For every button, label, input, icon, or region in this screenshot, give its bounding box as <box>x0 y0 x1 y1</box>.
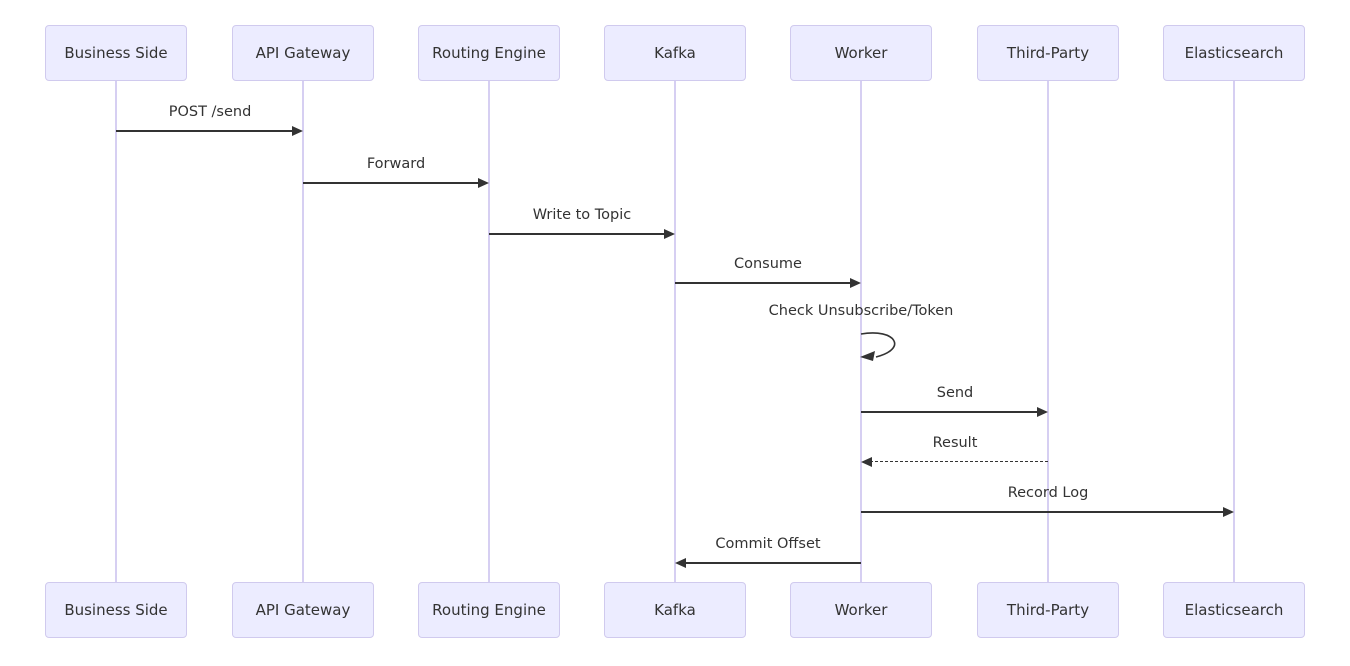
actor-label: Worker <box>834 601 888 619</box>
message-line <box>116 130 295 132</box>
message-line <box>303 182 481 184</box>
actor-bottom-api-gateway: API Gateway <box>232 582 374 638</box>
actor-label: Third-Party <box>1006 44 1090 62</box>
actor-top-business-side: Business Side <box>45 25 187 81</box>
message-line-dashed <box>870 461 1048 462</box>
actor-label: API Gateway <box>255 601 351 619</box>
lifeline-api-gateway <box>302 81 304 582</box>
self-loop-arrow <box>860 332 896 361</box>
arrowhead-icon <box>861 457 872 467</box>
lifeline-routing-engine <box>488 81 490 582</box>
arrowhead-icon <box>1223 507 1234 517</box>
actor-bottom-worker: Worker <box>790 582 932 638</box>
message-label-commit-offset: Commit Offset <box>715 536 821 552</box>
lifeline-kafka <box>674 81 676 582</box>
message-label-record-log: Record Log <box>1007 485 1089 501</box>
actor-bottom-kafka: Kafka <box>604 582 746 638</box>
actor-bottom-routing-engine: Routing Engine <box>418 582 560 638</box>
message-label-result: Result <box>932 435 978 451</box>
message-label-post-send: POST /send <box>168 104 252 120</box>
arrowhead-icon <box>478 178 489 188</box>
actor-label: Business Side <box>64 44 168 62</box>
actor-label: Worker <box>834 44 888 62</box>
actor-label: Third-Party <box>1006 601 1090 619</box>
lifeline-worker <box>860 81 862 582</box>
actor-bottom-business-side: Business Side <box>45 582 187 638</box>
actor-bottom-third-party: Third-Party <box>977 582 1119 638</box>
actor-label: Kafka <box>654 44 696 62</box>
message-line <box>683 562 861 564</box>
arrowhead-icon <box>664 229 675 239</box>
actor-label: Routing Engine <box>432 44 546 62</box>
actor-label: Elasticsearch <box>1184 44 1284 62</box>
arrowhead-icon <box>675 558 686 568</box>
actor-label: Kafka <box>654 601 696 619</box>
lifeline-business-side <box>115 81 117 582</box>
message-label-write-to-topic: Write to Topic <box>532 207 632 223</box>
actor-top-worker: Worker <box>790 25 932 81</box>
lifeline-elasticsearch <box>1233 81 1235 582</box>
actor-top-elasticsearch: Elasticsearch <box>1163 25 1305 81</box>
message-line <box>675 282 853 284</box>
message-label-forward: Forward <box>366 156 426 172</box>
actor-bottom-elasticsearch: Elasticsearch <box>1163 582 1305 638</box>
actor-top-kafka: Kafka <box>604 25 746 81</box>
message-label-check-unsubscribe-token: Check Unsubscribe/Token <box>768 303 954 319</box>
actor-label: API Gateway <box>255 44 351 62</box>
message-line <box>861 511 1226 513</box>
message-line <box>489 233 667 235</box>
lifeline-third-party <box>1047 81 1049 582</box>
arrowhead-icon <box>850 278 861 288</box>
actor-top-routing-engine: Routing Engine <box>418 25 560 81</box>
actor-top-third-party: Third-Party <box>977 25 1119 81</box>
message-label-send: Send <box>936 385 974 401</box>
message-label-consume: Consume <box>734 256 802 272</box>
actor-top-api-gateway: API Gateway <box>232 25 374 81</box>
actor-label: Routing Engine <box>432 601 546 619</box>
actor-label: Elasticsearch <box>1184 601 1284 619</box>
actor-label: Business Side <box>64 601 168 619</box>
arrowhead-icon <box>1037 407 1048 417</box>
message-line <box>861 411 1040 413</box>
arrowhead-icon <box>292 126 303 136</box>
